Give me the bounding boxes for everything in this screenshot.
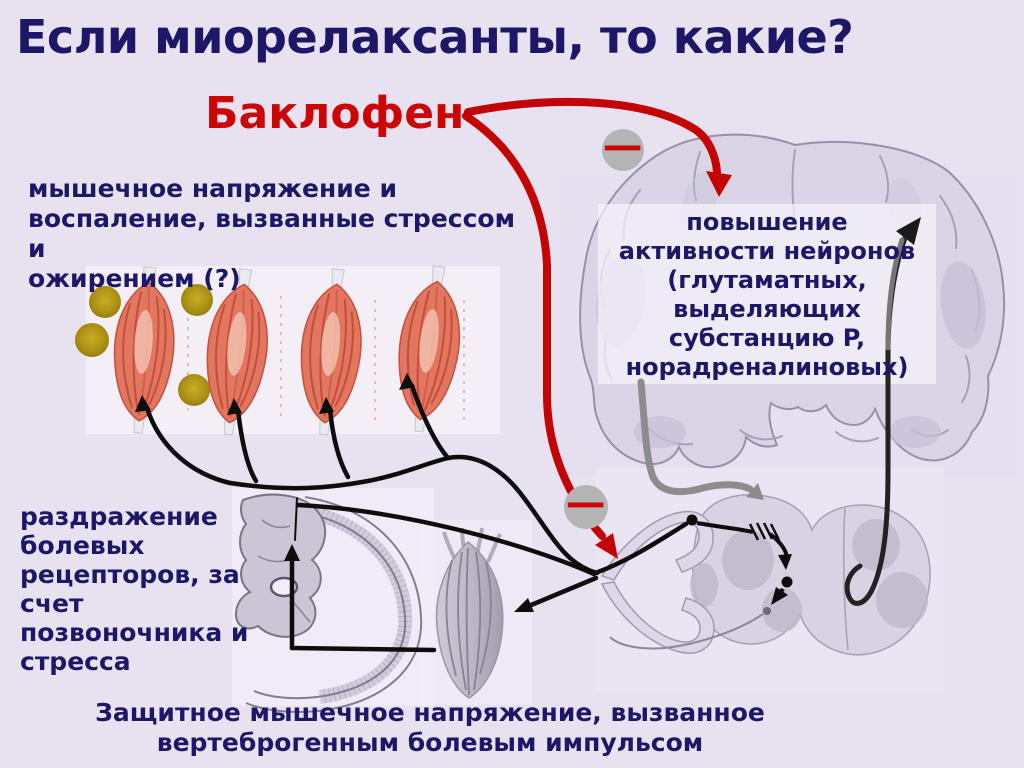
baclofen-brain-arrow: [464, 97, 721, 176]
minus-glyph: −: [599, 122, 647, 171]
neuron-textbox-backdrop: [598, 204, 936, 384]
gray-descending-arrow: [637, 378, 764, 500]
brainstem-relay: [609, 514, 793, 650]
minus-glyph: −: [562, 479, 610, 528]
brain-illustration: [579, 133, 1006, 469]
minus-icon: −: [599, 122, 647, 171]
gray-muscle: [435, 527, 504, 699]
vertebra-section: [234, 493, 423, 714]
afferent-arrowheads: [135, 373, 534, 612]
afferent-lines: [144, 383, 689, 653]
minus-icon: −: [562, 479, 610, 529]
dorsal-horn-loops: [600, 510, 715, 654]
spinal-cord-section: [600, 494, 931, 656]
red-muscles: [75, 262, 470, 439]
fat-cell-markers: [75, 284, 213, 406]
ascending-pathway: [844, 217, 921, 606]
